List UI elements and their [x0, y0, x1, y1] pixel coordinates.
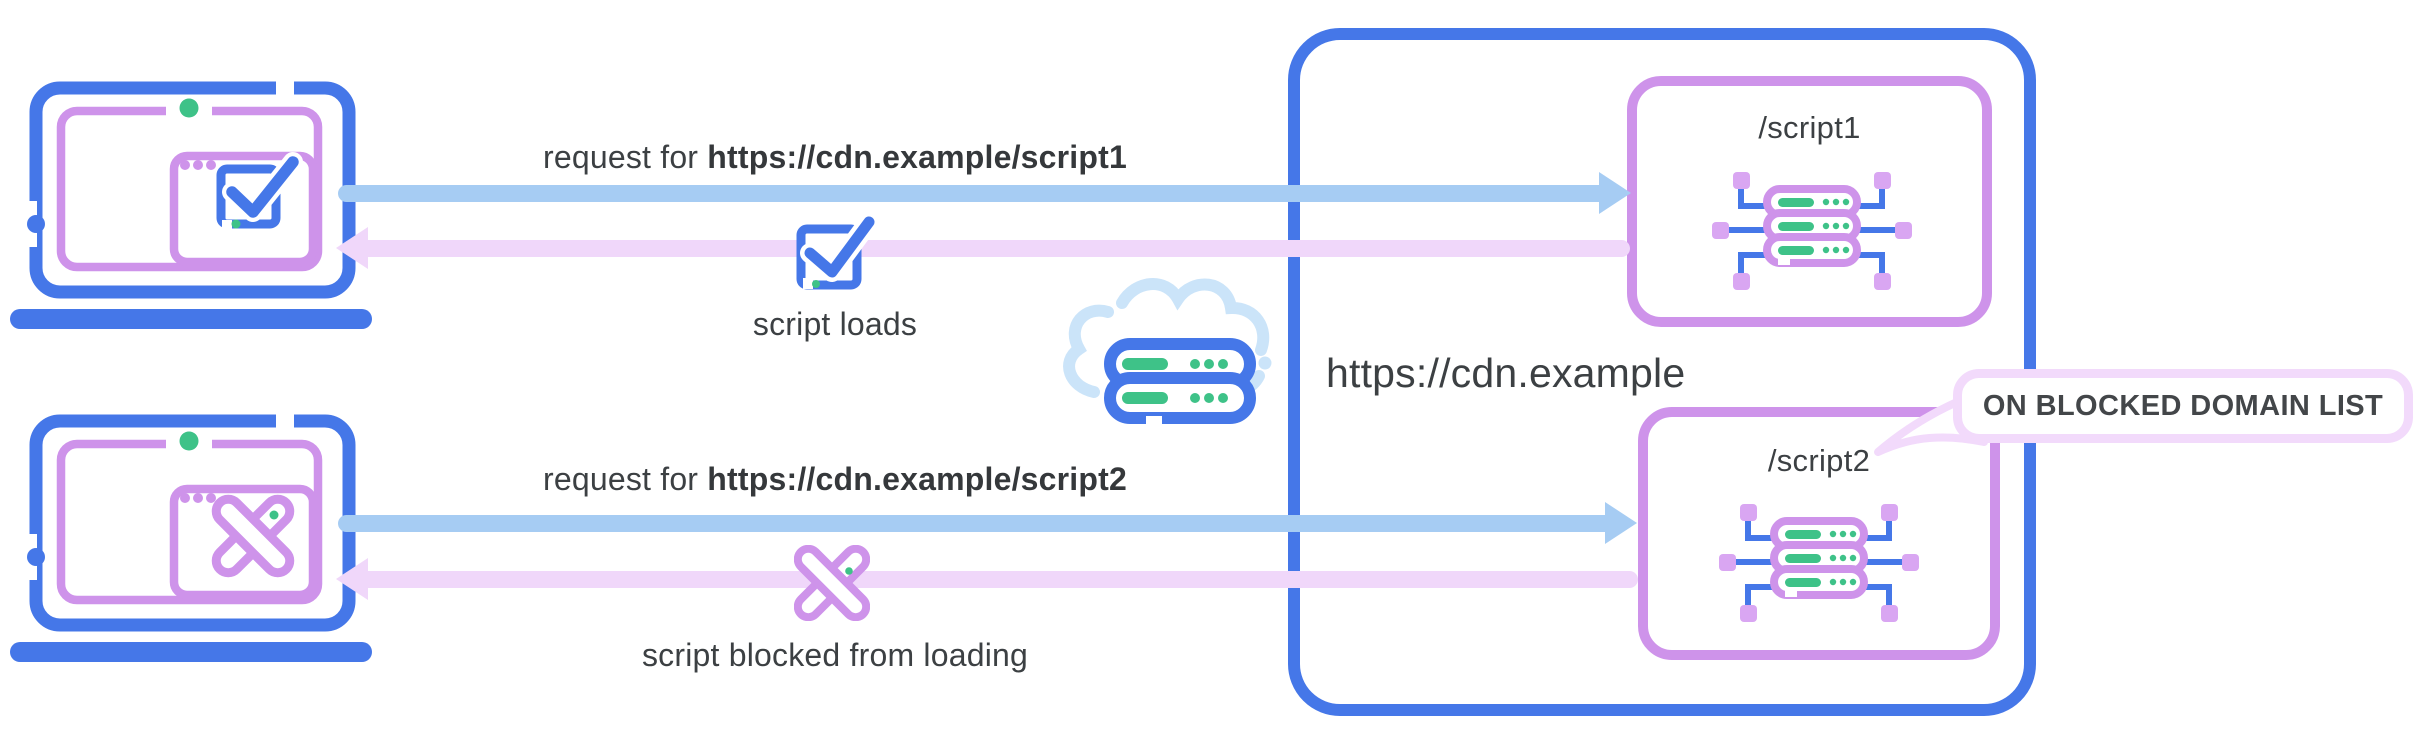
callout-label: ON BLOCKED DOMAIN LIST	[1982, 389, 2384, 422]
response-arrow-bar	[368, 240, 1630, 257]
response-arrow-bar	[368, 571, 1638, 588]
laptop-blocked-icon	[10, 411, 372, 662]
request-url-text: https://cdn.example/script2	[707, 461, 1127, 497]
request-prefix-text: request for	[543, 461, 708, 497]
request-arrow-head	[1599, 172, 1631, 214]
request-arrow-bar	[338, 515, 1608, 532]
request-label-script1: request for https://cdn.example/script1	[340, 139, 1330, 176]
request-label-script2: request for https://cdn.example/script2	[340, 461, 1330, 498]
server-cluster-icon-script2	[1719, 504, 1919, 622]
browser-check-icon	[216, 152, 303, 230]
request-url-text: https://cdn.example/script1	[707, 139, 1127, 175]
endpoint-label-script2: /script2	[1767, 443, 1871, 478]
cdn-domain-label: https://cdn.example	[1326, 350, 1686, 396]
checkmark-icon	[796, 212, 876, 290]
browser-x-icon	[211, 494, 295, 578]
blocked-domain-callout: ON BLOCKED DOMAIN LIST	[1953, 369, 2413, 443]
cloud-server-icon	[1063, 278, 1272, 426]
response-arrow-head	[336, 558, 368, 600]
script-loads-label: script loads	[752, 306, 918, 342]
request-arrow-bar	[338, 185, 1602, 202]
blocked-x-icon	[794, 545, 870, 621]
request-arrow-head	[1605, 502, 1637, 544]
response-arrow-head	[336, 227, 368, 269]
request-prefix-text: request for	[543, 139, 708, 175]
server-cluster-icon-script1	[1712, 172, 1912, 290]
laptop-allowed-icon	[10, 78, 372, 329]
endpoint-label-script1: /script1	[1758, 110, 1861, 145]
script-blocked-label: script blocked from loading	[641, 637, 1029, 673]
